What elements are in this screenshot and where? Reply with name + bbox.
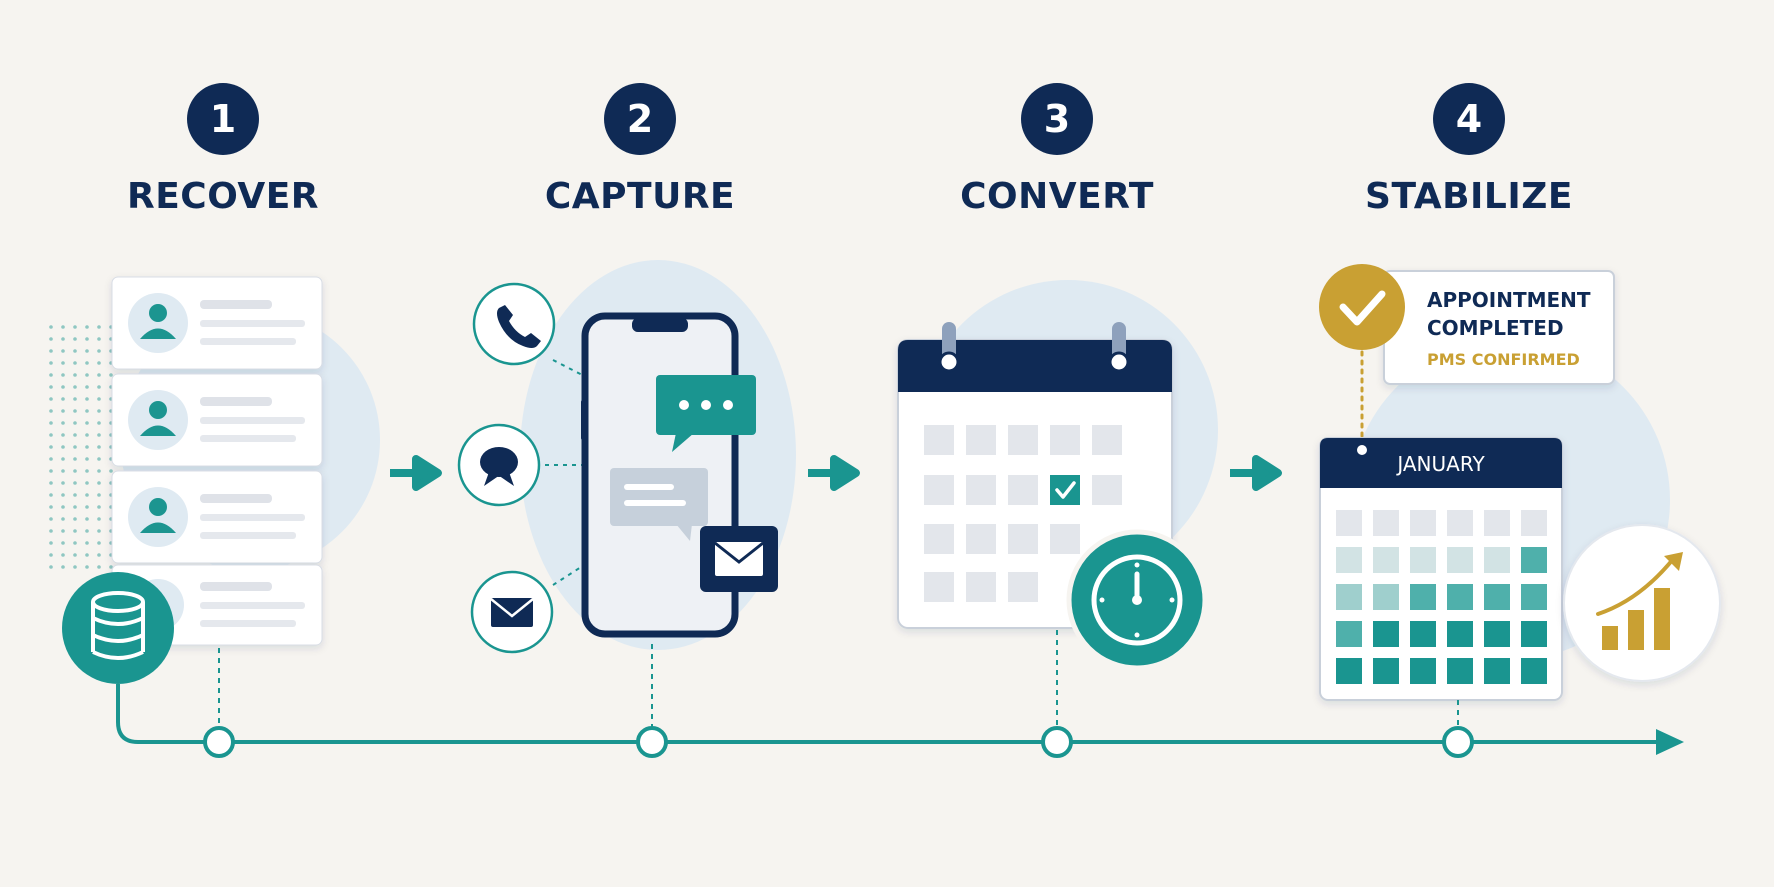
chat-bubble-icon xyxy=(656,375,756,452)
contact-card-icon xyxy=(111,470,323,564)
step-3-number: 3 xyxy=(1021,83,1093,155)
calendar-day-cell xyxy=(1336,584,1362,610)
contact-card-icon xyxy=(111,373,323,467)
arrow-1-to-2 xyxy=(390,455,442,491)
growth-chart-icon xyxy=(1563,524,1721,682)
step-3-title: CONVERT xyxy=(960,176,1154,217)
month-calendar xyxy=(1319,437,1563,701)
clock-icon xyxy=(1066,529,1208,671)
calendar-day-cell xyxy=(1484,621,1510,647)
calendar-day-cell xyxy=(1336,621,1362,647)
step-4-number: 4 xyxy=(1433,83,1505,155)
calendar-day-cell xyxy=(1373,658,1399,684)
calendar-day-cell xyxy=(1373,584,1399,610)
calendar-day-cell xyxy=(1373,547,1399,573)
calendar-day-cell xyxy=(1521,547,1547,573)
calendar-day-cell xyxy=(1336,510,1362,536)
status-card-line2: COMPLETED xyxy=(1427,316,1564,340)
calendar-day-cell xyxy=(1447,658,1473,684)
calendar-day-cell xyxy=(1521,658,1547,684)
calendar-month-label: JANUARY xyxy=(1397,452,1485,476)
step-1-number: 1 xyxy=(187,83,259,155)
calendar-day-cell xyxy=(1521,510,1547,536)
checkmark-icon xyxy=(1319,264,1405,350)
step-2-number: 2 xyxy=(604,83,676,155)
calendar-day-cell xyxy=(1373,621,1399,647)
convert-illustration xyxy=(897,280,1218,671)
calendar-day-cell xyxy=(1447,547,1473,573)
calendar-day-cell xyxy=(1447,621,1473,647)
calendar-icon xyxy=(897,322,1173,629)
timeline-node xyxy=(1442,726,1474,758)
calendar-day-cell xyxy=(1521,621,1547,647)
calendar-day-cell xyxy=(1410,584,1436,610)
calendar-day-cell xyxy=(1410,547,1436,573)
status-card-line1: APPOINTMENT xyxy=(1427,288,1591,312)
timeline-node xyxy=(636,726,668,758)
calendar-day-cell xyxy=(1336,658,1362,684)
database-icon xyxy=(62,572,174,684)
step-4-title: STABILIZE xyxy=(1365,176,1573,217)
email-icon xyxy=(470,570,554,654)
timeline xyxy=(116,630,1684,758)
calendar-day-cell xyxy=(1410,621,1436,647)
calendar-day-cell xyxy=(1336,547,1362,573)
timeline-node xyxy=(1041,726,1073,758)
calendar-day-cell xyxy=(1410,658,1436,684)
email-icon xyxy=(700,526,778,592)
step-2-title: CAPTURE xyxy=(544,176,736,217)
phone-call-icon xyxy=(472,282,556,366)
calendar-day-cell xyxy=(1521,584,1547,610)
calendar-day-cell xyxy=(1484,510,1510,536)
stabilize-illustration xyxy=(1319,264,1721,701)
calendar-day-cell xyxy=(1484,658,1510,684)
calendar-day-cell xyxy=(1447,584,1473,610)
arrow-3-to-4 xyxy=(1230,455,1282,491)
chat-bubble-icon xyxy=(457,423,541,507)
calendar-day-cell xyxy=(1447,510,1473,536)
contact-card-icon xyxy=(111,276,323,370)
timeline-node xyxy=(203,726,235,758)
arrow-2-to-3 xyxy=(808,455,860,491)
calendar-day-cell xyxy=(1484,584,1510,610)
recover-illustration xyxy=(44,276,380,684)
calendar-day-cell xyxy=(1410,510,1436,536)
message-bubble xyxy=(610,468,708,541)
calendar-day-cell xyxy=(1484,547,1510,573)
capture-illustration xyxy=(457,260,796,654)
status-card-subline: PMS CONFIRMED xyxy=(1427,350,1580,369)
calendar-day-grid xyxy=(1336,510,1547,684)
calendar-day-cell xyxy=(1373,510,1399,536)
step-1-title: RECOVER xyxy=(126,176,320,217)
